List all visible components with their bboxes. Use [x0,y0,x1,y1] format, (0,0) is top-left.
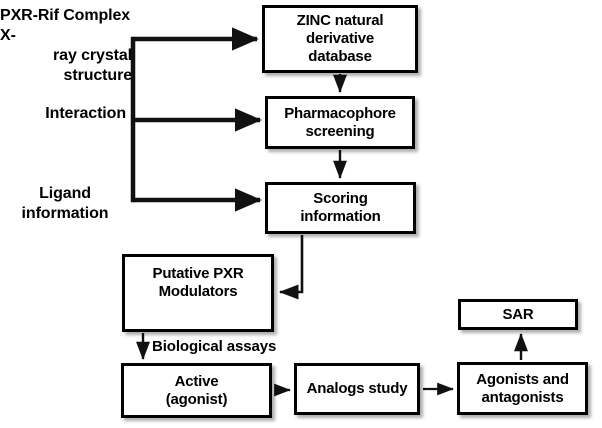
node-zinc-database[interactable]: ZINC natural derivative database [262,5,418,73]
node-putative-pxr-modulators[interactable]: Putative PXR Modulators [122,254,274,332]
node-active-agonist-line1: Active [174,372,219,390]
node-pharmacophore-screening-line1: Pharmacophore [284,104,396,122]
input-label-pxr-rif-line2: ray crystal [53,47,132,64]
input-label-pxr-rif: PXR-Rif Complex X- ray crystal structure [0,6,132,86]
node-agonists-and-antagonists-line1: Agonists and [476,370,569,388]
node-agonists-and-antagonists-line2: antagonists [481,388,564,406]
node-active-agonist[interactable]: Active (agonist) [121,363,272,418]
node-scoring-information[interactable]: Scoring information [265,182,416,234]
node-analogs-study-line1: Analogs study [306,380,408,398]
input-label-interaction: Interaction [0,104,126,124]
edge-label-biological-assays-text: Biological assays [152,338,277,355]
input-label-pxr-rif-line3: structure [63,67,133,84]
node-pharmacophore-screening-line2: screening [305,122,375,140]
input-label-ligand-line1: Ligand [39,185,91,202]
node-zinc-database-line2: derivative database [305,30,375,65]
node-scoring-information-line1: Scoring [313,190,368,208]
node-agonists-and-antagonists[interactable]: Agonists and antagonists [457,362,588,415]
input-trunk-group [130,27,262,212]
edge-label-biological-assays: Biological assays [152,338,312,357]
input-label-ligand: Ligand information [0,184,130,224]
node-zinc-database-line1: ZINC natural [296,12,384,30]
node-sar-line1: SAR [502,305,534,323]
node-active-agonist-line2: (agonist) [165,390,228,408]
edge-scoring-to-putative [278,235,304,300]
node-putative-pxr-modulators-line2: Modulators [158,283,238,300]
node-analogs-study[interactable]: Analogs study [294,363,420,415]
node-pharmacophore-screening[interactable]: Pharmacophore screening [265,96,415,149]
input-label-interaction-line1: Interaction [45,105,126,122]
input-label-ligand-line2: information [21,205,109,222]
node-putative-pxr-modulators-line1: Putative PXR [152,265,244,283]
node-sar[interactable]: SAR [458,299,578,330]
input-label-pxr-rif-line1: PXR-Rif Complex X- [0,7,131,44]
node-scoring-information-line2: information [300,208,381,225]
